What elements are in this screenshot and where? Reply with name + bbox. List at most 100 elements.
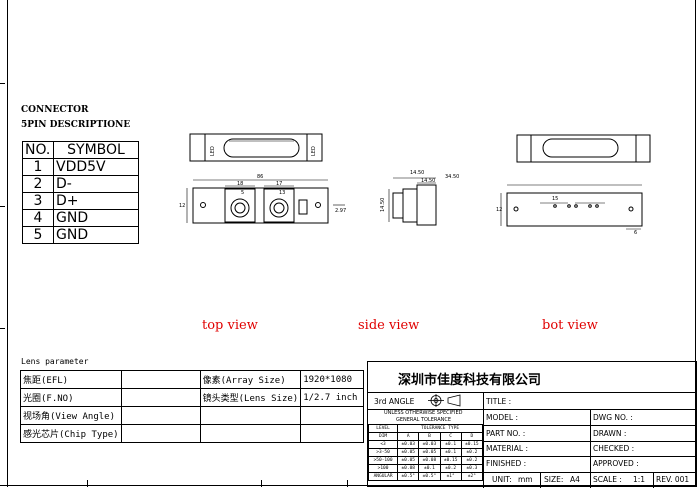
tol-cell: ±0.5° <box>397 472 420 481</box>
title-block: 深圳市佳度科技有限公司 3rd ANGLE TITLE : UNLESS OTH… <box>367 361 697 488</box>
tolerance-note-2: GENERAL TOLERANCE <box>396 417 452 423</box>
tol-cell: ±2° <box>460 472 484 481</box>
lens-value: 1920*1080 <box>300 370 365 389</box>
table-row: >3-50±0.05±0.05±0.1±0.2 <box>367 448 484 457</box>
table-row: 3 D+ <box>22 192 139 210</box>
grid-line <box>368 392 697 393</box>
bot-view-label: bot view <box>542 318 598 333</box>
lens-label: 视场角(View Angle) <box>20 406 122 425</box>
lens-value <box>300 424 365 443</box>
tol-cell: ANGULAR <box>367 472 399 481</box>
lens-parameter-table: 焦距(EFL) 像素(Array Size) 1920*1080 光圈(F.NO… <box>20 370 365 443</box>
grid-line <box>653 472 654 488</box>
material-field: MATERIAL : <box>486 444 528 453</box>
dim-top-b: 17 <box>276 181 282 187</box>
tol-cell: ±0.1 <box>418 464 441 473</box>
revision: REV. 001 <box>656 475 690 484</box>
zone-tick <box>347 480 348 487</box>
tol-col: DIM <box>367 432 399 441</box>
zone-tick <box>261 480 262 487</box>
tol-col: A <box>397 432 420 441</box>
lens-value <box>120 424 201 443</box>
finished-field: FINISHED : <box>486 459 527 468</box>
dim-bot-a: 12 <box>496 207 502 213</box>
pin-symbol: GND <box>53 226 139 244</box>
tol-cell: >100 <box>367 464 399 473</box>
lens-title: Lens parameter <box>21 357 89 366</box>
table-header-row: NO. SYMBOL <box>22 141 139 159</box>
zone-tick <box>87 480 88 487</box>
tol-cell: ±0.1 <box>439 440 462 449</box>
angle-label: 3rd ANGLE <box>374 397 415 406</box>
table-row: 视场角(View Angle) <box>20 406 365 425</box>
drawn-field: DRAWN : <box>593 429 627 438</box>
table-row: 5 GND <box>22 226 139 244</box>
dim-top-a: 18 <box>237 181 243 187</box>
side-view-body <box>388 177 437 226</box>
connector-subtitle: 5PIN DESCRIPTIONE <box>21 120 131 130</box>
dim-bot-b: 15 <box>552 196 558 202</box>
tol-col: C <box>439 432 462 441</box>
lens-value <box>300 406 365 425</box>
dim-side-a: 14.50 <box>410 170 424 176</box>
bot-view-board <box>500 184 643 230</box>
dwg-field: DWG NO. : <box>593 413 633 422</box>
left-border-line <box>7 0 8 487</box>
tol-cell: ±0.03 <box>397 440 420 449</box>
zone-tick <box>0 328 5 329</box>
grid-line <box>483 472 697 473</box>
right-border-line <box>695 0 696 487</box>
lens-label: 光圈(F.NO) <box>20 388 122 407</box>
lens-value <box>120 406 201 425</box>
tol-cell: >50-100 <box>367 456 399 465</box>
tol-cell: ±0.2 <box>460 456 484 465</box>
table-row: 焦距(EFL) 像素(Array Size) 1920*1080 <box>20 370 365 389</box>
table-row: ANGULAR±0.5°±0.5°±1°±2° <box>367 472 484 481</box>
led-label-left: LED <box>210 146 216 156</box>
grid-line <box>483 456 697 457</box>
grid-line <box>590 409 591 488</box>
lens-label: 感光芯片(Chip Type) <box>20 424 122 443</box>
table-row: 光圈(F.NO) 镜头类型(Lens Size) 1/2.7 inch <box>20 388 365 407</box>
lens-label: 焦距(EFL) <box>20 370 122 389</box>
projection-symbol-icon <box>428 394 461 407</box>
dim-top-total: 86 <box>257 174 263 180</box>
tol-header: LEVEL <box>367 424 399 433</box>
scale-label: SCALE : <box>593 475 622 484</box>
bot-view-housing <box>516 134 651 163</box>
tol-cell: ±0.05 <box>418 448 441 457</box>
scale-value: 1:1 <box>633 475 646 484</box>
tol-header: TOLERANCE TYPE <box>397 424 483 433</box>
tol-cell: ±0.2 <box>439 464 462 473</box>
table-row: 感光芯片(Chip Type) <box>20 424 365 443</box>
dim-side-b: 34.50 <box>445 174 459 180</box>
dim-top-right: 2.97 <box>335 208 346 214</box>
table-row: <3±0.03±0.03±0.1±0.15 <box>367 440 484 449</box>
led-label-right: LED <box>311 146 317 156</box>
tol-cell: ±0.05 <box>397 456 420 465</box>
tol-cell: ±0.2 <box>460 448 484 457</box>
tol-cell: ±0.05 <box>397 448 420 457</box>
connector-title: CONNECTOR <box>21 105 89 115</box>
tol-cell: ±0.1 <box>439 448 462 457</box>
tolerance-table: LEVEL TOLERANCE TYPE DIM A B C D <3±0.03… <box>367 424 484 481</box>
table-row: LEVEL TOLERANCE TYPE <box>367 424 483 433</box>
grid-line <box>483 441 697 442</box>
zone-tick <box>0 206 5 207</box>
tol-cell: ±0.3 <box>460 464 484 473</box>
lens-value <box>120 388 201 407</box>
tol-cell: ±0.15 <box>460 440 484 449</box>
side-view-label: side view <box>358 318 420 333</box>
unit-value: mm <box>518 475 533 484</box>
lens-label: 镜头类型(Lens Size) <box>199 388 302 407</box>
checked-field: CHECKED : <box>593 444 635 453</box>
grid-line <box>483 392 484 488</box>
tol-cell: >3-50 <box>367 448 399 457</box>
front-view-housing <box>189 133 323 162</box>
tolerance-note-1: UNLESS OTHERWISE SPECIFIED <box>384 410 463 416</box>
model-field: MODEL : <box>486 413 518 422</box>
part-field: PART NO. : <box>486 429 526 438</box>
grid-line <box>540 472 541 488</box>
mechanical-drawing: 86 18 17 5 13 12 2.97 14.50 34.50 14.50 … <box>179 133 651 236</box>
